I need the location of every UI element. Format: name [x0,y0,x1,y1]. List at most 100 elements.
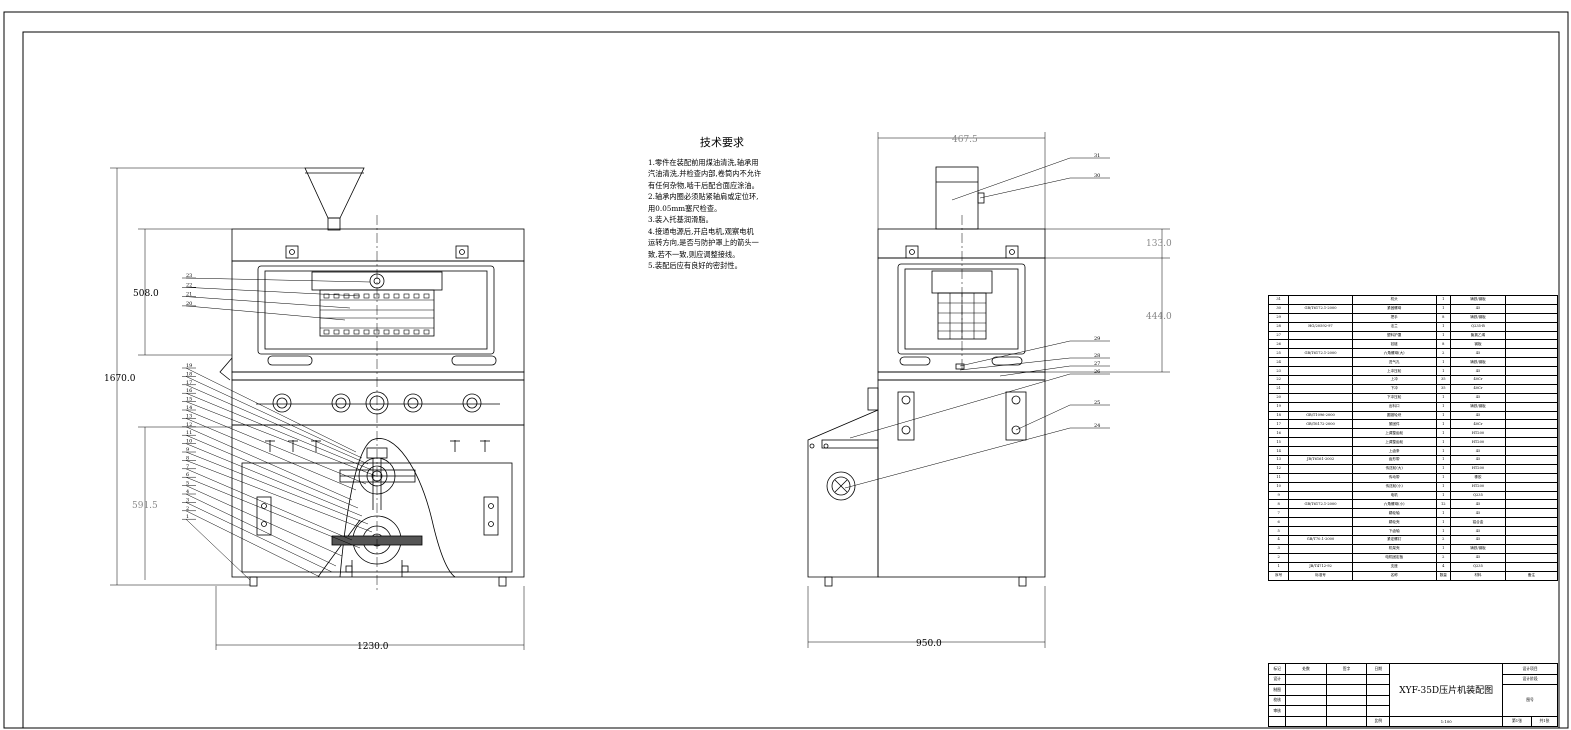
bom-cell: 1 [1435,357,1452,368]
bom-cell: HG/20592-97 [1288,321,1353,332]
bom-cell: 9 [1267,490,1290,501]
dim-side-top: 467.5 [952,135,978,145]
tb-design: 设计 [1267,673,1287,685]
bom-cell: 30 [1267,303,1290,314]
bom-cell [1288,446,1353,457]
bom-cell: 45 [1450,303,1506,314]
bom-cell: 1 [1435,455,1452,465]
bom-cell [1504,508,1559,519]
front-dimensions [110,167,525,650]
bom-cell: 40Cr [1450,419,1506,430]
bom-cell [1504,383,1559,394]
bom-cell: 1 [1435,543,1452,554]
bom-cell: 上冲 [1351,375,1437,385]
bom-cell [1504,348,1559,359]
side-part-label: 25 [1094,400,1100,406]
bom-cell [1504,526,1559,537]
front-part-label: 2 [186,506,189,512]
dim-front-height: 1670.0 [104,374,136,384]
bom-cell: 8 [1267,499,1290,510]
bom-cell: GB/T6172.1-2000 [1288,303,1353,314]
front-part-label: 6 [186,472,189,478]
front-part-label: 16 [186,388,192,394]
bom-cell: 45 [1450,499,1506,510]
tb-check: 校核 [1267,694,1287,706]
front-part-label: 21 [186,292,192,298]
tb-count: 处数 [1285,663,1327,675]
bom-cell: 27 [1267,330,1290,341]
bom-cell: 法兰 [1351,321,1437,332]
bom-cell [1504,472,1559,483]
bom-cell: 下冲 [1351,383,1437,394]
front-part-label: 10 [186,439,192,445]
tech-line: 5.装配后应有良好的密封性。 [648,261,742,270]
bom-cell: 1 [1435,321,1452,332]
bom-cell: 17 [1267,419,1290,430]
bom-cell: 蜗轮壳 [1351,517,1437,528]
tech-line: 1.零件在装配前用煤油清洗,轴承用 [648,157,759,167]
bom-cell: 23 [1267,366,1290,377]
bom-cell [1288,463,1353,474]
bom-cell: 紧定螺钉 [1351,535,1437,545]
bom-cell: 19 [1267,401,1290,412]
tb-sheet: 第1张 [1502,715,1532,727]
bom-cell [1504,339,1559,350]
bom-cell: 13 [1267,455,1290,465]
bom-cell: 14 [1267,446,1290,457]
bom-cell: 8 [1435,339,1452,350]
bom-cell: 标准号 [1288,570,1353,581]
bom-cell: JB/T4712-92 [1288,561,1353,572]
bom-cell [1504,410,1559,421]
bom-cell: 传送轮(大) [1351,463,1437,474]
bom-cell: 45 [1450,392,1506,403]
bom-cell [1504,543,1559,554]
bom-cell [1504,330,1559,341]
bom-cell [1504,419,1559,430]
bom-cell [1504,490,1559,501]
bom-cell: 上齿条 [1351,446,1437,457]
bom-cell: 紧固螺母 [1351,303,1437,314]
tb-scale-value: 1:100 [1389,715,1504,727]
side-part-label: 27 [1094,361,1100,367]
bom-cell: 1 [1435,526,1452,537]
tb-sign: 签字 [1325,663,1368,675]
bom-cell [1504,428,1559,439]
title-block: 标记 处数 签字 日期 XYF-35D压片机装配图 设计项目 设计 设计阶段 制… [1267,663,1559,727]
bom-cell: 1 [1267,561,1290,572]
bom-cell: HT200 [1450,437,1506,448]
front-part-label: 19 [186,363,192,369]
bom-cell: 1 [1435,508,1452,519]
bom-cell [1288,357,1353,368]
bom-cell: 出料口 [1351,401,1437,412]
bom-cell: 电机 [1351,490,1437,501]
bom-cell: HT200 [1450,463,1506,474]
bom-cell: 1 [1435,419,1452,430]
front-part-label: 12 [186,422,192,428]
tech-heading: 技术要求 [699,136,745,149]
bom-cell: 29 [1267,312,1290,323]
bom-cell: 10 [1267,481,1290,492]
bom-cell: 齿形带 [1351,455,1437,465]
bom-cell: 12 [1435,499,1452,510]
bom-cell [1288,437,1353,448]
tech-line: 3.装入托基润滑脂。 [648,215,713,224]
side-part-label: 29 [1094,336,1100,342]
bom-cell [1504,321,1559,332]
front-part-label: 4 [186,489,189,495]
bom-cell: 15 [1267,437,1290,448]
front-part-label: 5 [186,481,189,487]
bom-cell [1288,428,1353,439]
tb-review: 审核 [1267,705,1287,717]
bom-cell [1504,375,1559,385]
tech-line: 2.轴承内圈必须贴紧轴肩或定位环, [648,192,759,201]
bom-cell: 数量 [1435,570,1452,581]
bom-cell: 机架壳 [1351,543,1437,554]
side-part-label: 28 [1094,353,1100,359]
